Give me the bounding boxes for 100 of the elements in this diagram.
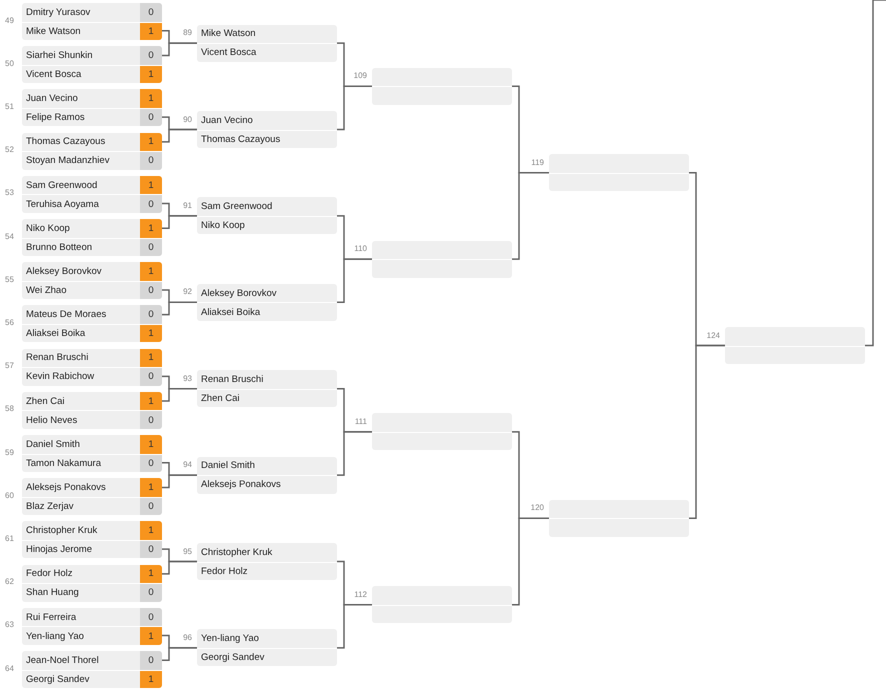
- match-number: 60: [5, 490, 14, 500]
- score: 1: [140, 262, 162, 281]
- score: 1: [140, 521, 162, 540]
- score: 0: [140, 540, 162, 558]
- player-name: Aleksey Borovkov: [25, 266, 102, 277]
- score: 1: [140, 627, 162, 645]
- match-number: 62: [5, 577, 14, 586]
- match-card: [197, 24, 337, 62]
- player-name: Niko Koop: [25, 222, 70, 234]
- match-card: [197, 456, 337, 494]
- score: 0: [140, 305, 162, 324]
- bracket-line: [512, 172, 549, 260]
- match-number: 112: [354, 590, 367, 599]
- match-card: [549, 154, 689, 192]
- match-number: 120: [530, 503, 544, 512]
- match-card: [22, 435, 162, 472]
- bracket-line: [512, 518, 549, 606]
- player-name: Georgi Sandev: [200, 652, 264, 664]
- player-name: Aleksejs Ponakovs: [25, 482, 106, 493]
- player-name: Sam Greenwood: [200, 201, 272, 212]
- bracket-line: [162, 128, 197, 143]
- match-number: 91: [183, 200, 192, 210]
- player-name: Rui Ferreira: [25, 612, 76, 623]
- bracket-line: [689, 344, 725, 520]
- score: 0: [140, 152, 162, 170]
- player-name: Hinojas Jerome: [25, 544, 92, 556]
- player-name: Helio Neves: [25, 414, 78, 426]
- score: 0: [140, 282, 162, 300]
- score: 0: [140, 498, 162, 516]
- match-card: [22, 564, 162, 602]
- match-card: [22, 219, 162, 256]
- player-name: Renan Bruschi: [25, 352, 88, 364]
- player-name: Georgi Sandev: [25, 674, 90, 685]
- player-name: Niko Koop: [200, 220, 245, 232]
- match-card: [22, 3, 162, 40]
- match-card: [197, 284, 337, 321]
- player-name: Christopher Kruk: [200, 546, 272, 558]
- player-name: Zhen Cai: [25, 396, 65, 407]
- match-card: [22, 521, 162, 558]
- player-name: Renan Bruschi: [200, 374, 264, 385]
- player-name: Zhen Cai: [200, 392, 240, 404]
- player-name: Aleksey Borovkov: [200, 288, 277, 299]
- match-card: [197, 543, 337, 580]
- match-card: [22, 262, 162, 300]
- score: 1: [140, 670, 162, 688]
- bracket-line: [162, 474, 197, 488]
- match-card: [22, 89, 162, 126]
- player-name: Mike Watson: [200, 28, 256, 40]
- match-number: 57: [5, 361, 14, 370]
- match-number: 109: [354, 71, 367, 80]
- player-name: Stoyan Madanzhiev: [25, 155, 110, 166]
- match-card: [22, 651, 162, 688]
- match-number: 110: [354, 244, 367, 254]
- player-name: Aliaksei Boika: [25, 328, 86, 340]
- match-number: 50: [5, 58, 14, 68]
- bracket-line: [337, 258, 372, 304]
- score: 0: [140, 238, 162, 256]
- match-number: 90: [183, 114, 192, 124]
- score: 1: [140, 324, 162, 342]
- player-name: Fedor Holz: [25, 568, 72, 580]
- player-name: Wei Zhao: [25, 284, 66, 296]
- match-number: 51: [5, 102, 14, 111]
- score: 1: [140, 66, 162, 84]
- match-card: [22, 305, 162, 342]
- match-card: [197, 197, 337, 234]
- match-card: [197, 629, 337, 666]
- player-name: Yen-liang Yao: [25, 630, 84, 642]
- player-name: Aleksejs Ponakovs: [200, 479, 281, 490]
- score: 0: [140, 411, 162, 429]
- player-name: Teruhisa Aoyama: [25, 198, 99, 210]
- player-name: Shan Huang: [25, 587, 79, 598]
- match-number: 55: [5, 274, 14, 284]
- player-name: Thomas Cazayous: [25, 136, 106, 148]
- player-name: Felipe Ramos: [25, 112, 85, 124]
- match-number: 59: [5, 448, 14, 456]
- player-name: Blaz Zerjav: [25, 500, 74, 512]
- score: 0: [140, 608, 162, 626]
- match-number: 124: [706, 330, 720, 340]
- player-name: Vicent Bosca: [200, 47, 256, 58]
- player-name: Siarhei Shunkin: [25, 50, 93, 61]
- score: 1: [140, 564, 162, 584]
- player-name: Kevin Rabichow: [25, 371, 94, 382]
- bracket-line: [337, 604, 372, 649]
- match-card: [22, 348, 162, 386]
- player-name: Tamon Nakamura: [25, 458, 101, 469]
- score: 1: [140, 132, 162, 152]
- match-card: [197, 370, 337, 408]
- score: 1: [140, 435, 162, 454]
- match-number: 53: [5, 188, 14, 198]
- player-name: Juan Vecino: [200, 114, 253, 126]
- score: 0: [140, 3, 162, 22]
- score: 1: [140, 176, 162, 194]
- score: 0: [140, 46, 162, 65]
- match-number: 119: [531, 158, 544, 167]
- match-number: 96: [183, 632, 192, 642]
- score: 1: [140, 478, 162, 497]
- player-name: Fedor Holz: [200, 566, 248, 577]
- match-card: [549, 500, 689, 537]
- player-name: Dmitry Yurasov: [25, 6, 90, 18]
- match-number: 58: [5, 404, 14, 414]
